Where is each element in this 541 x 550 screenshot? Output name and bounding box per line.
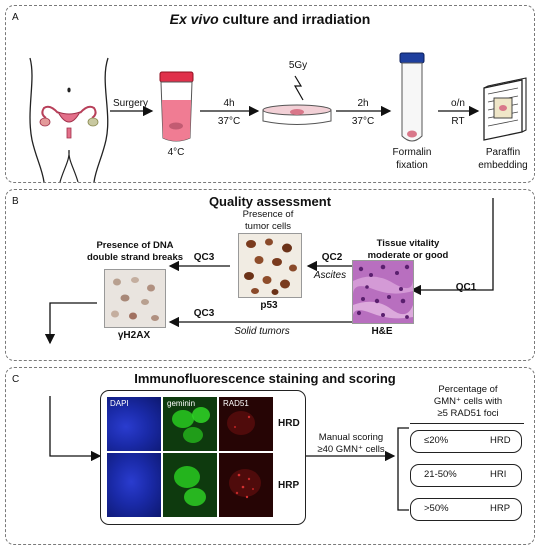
vitality-line1: Tissue vitality [376, 238, 440, 249]
step2-temp: 37°C [351, 116, 375, 127]
row-hrd-label: HRD [278, 418, 300, 429]
geminin-hrd-image [163, 397, 217, 451]
geminin-hrd-cells [172, 407, 210, 443]
panel-b-letter: B [12, 196, 19, 207]
qc3-top-label: QC3 [193, 252, 215, 263]
dna-line1: Presence of DNA [96, 240, 174, 251]
rad51-hrp-foci [229, 469, 261, 499]
step1-time: 4h [223, 98, 235, 109]
formalin-line1: Formalin [392, 147, 432, 158]
rad51-hrp-image [219, 453, 273, 517]
dapi-hrd-image [107, 397, 161, 451]
qc1-label: QC1 [455, 282, 477, 293]
he-label: H&E [371, 326, 393, 337]
manual-line1: Manual scoring [318, 432, 384, 443]
panel-a-letter: A [12, 12, 19, 23]
pct-line1: Percentage of [438, 384, 498, 395]
result-hrp-range: >50% [424, 503, 449, 514]
gh2ax-nuclei [111, 277, 159, 321]
p53-nuclei [244, 238, 297, 295]
panel-b [5, 189, 535, 361]
panel-b-title: Quality assessment [208, 194, 332, 209]
manual-line2: ≥40 GMN⁺ cells [317, 444, 385, 455]
qc2-label: QC2 [321, 252, 343, 263]
p53-label: p53 [260, 300, 278, 311]
result-box-hrd [410, 430, 522, 453]
result-hrp-label: HRP [490, 503, 511, 514]
panel-c [5, 367, 535, 545]
solid-tumors-label: Solid tumors [234, 326, 290, 337]
result-hri-label: HRI [490, 469, 507, 480]
result-box-hrp [410, 498, 522, 521]
result-hrd-range: ≤20% [424, 435, 449, 446]
rad51-hrd-foci [227, 411, 255, 435]
pct-line2: GMN⁺ cells with [433, 396, 503, 407]
arrow-into-panel-c [49, 396, 102, 462]
result-box-hri [410, 464, 522, 487]
title-italic: Ex vivo [169, 11, 219, 27]
result-hrd-label: HRD [490, 435, 511, 446]
title-rest: culture and irradiation [218, 11, 371, 27]
channel-rad51-label: RAD51 [223, 399, 249, 408]
dose-label: 5Gy [288, 60, 308, 71]
arrow-a-to-b [410, 198, 494, 296]
gh2ax-label: γH2AX [117, 330, 151, 341]
geminin-hrp-cells [174, 466, 206, 506]
ascites-label: Ascites [313, 270, 347, 281]
panel-a-title: Ex vivo culture and irradiation [120, 11, 420, 27]
row-hrp-label: HRP [278, 480, 300, 491]
qc3-bottom-label: QC3 [193, 308, 215, 319]
he-image [352, 260, 414, 324]
geminin-hrp-image [163, 453, 217, 517]
paraffin-line2: embedding [478, 160, 528, 171]
step1-temp: 37°C [217, 116, 241, 127]
vitality-line2: moderate or good [367, 250, 449, 261]
pct-line3: ≥5 RAD51 foci [437, 408, 499, 419]
temp-4c-label: 4°C [167, 147, 185, 158]
step3-time: o/n [451, 98, 465, 109]
pct-divider [410, 423, 524, 424]
arrow-b-to-c [44, 302, 97, 345]
gh2ax-image [104, 269, 166, 328]
he-tissue [353, 261, 413, 323]
channel-dapi-label: DAPI [110, 399, 129, 408]
tumor-line2: tumor cells [245, 221, 291, 232]
surgery-label: Surgery [113, 98, 149, 109]
dna-line2: double strand breaks [86, 252, 184, 263]
step2-time: 2h [357, 98, 369, 109]
panel-c-letter: C [12, 374, 20, 385]
tumor-line1: Presence of [242, 209, 294, 220]
result-bracket [397, 427, 409, 511]
rad51-hrd-image [219, 397, 273, 451]
result-hri-range: 21-50% [424, 469, 457, 480]
panel-a [5, 5, 535, 183]
step3-temp: RT [451, 116, 465, 127]
formalin-line2: fixation [396, 160, 428, 171]
paraffin-line1: Paraffin [485, 147, 521, 158]
dapi-hrp-image [107, 453, 161, 517]
p53-image [238, 233, 302, 298]
panel-c-title: Immunofluorescence staining and scoring [134, 371, 396, 386]
channel-geminin-label: geminin [167, 399, 196, 408]
